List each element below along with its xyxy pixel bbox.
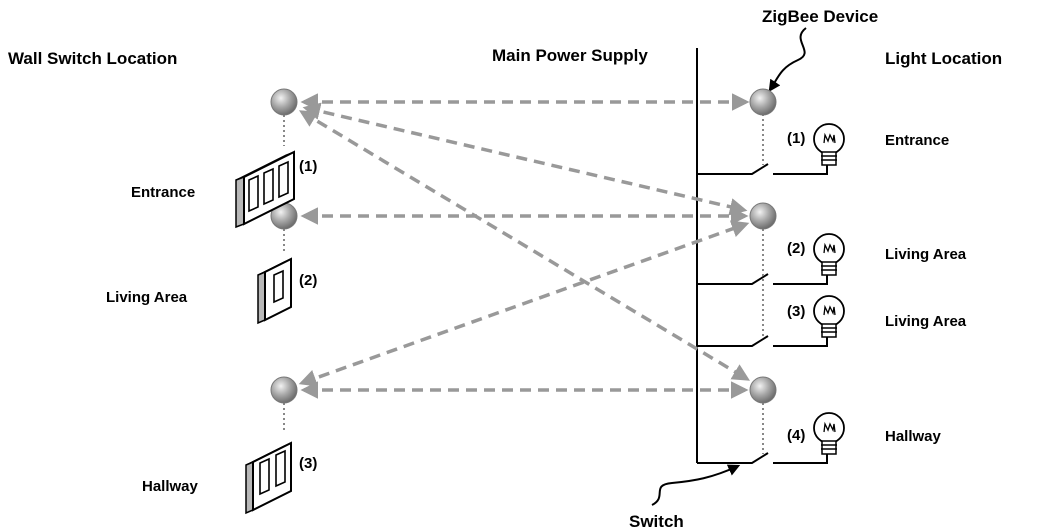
zigbee-device-pointer [768,27,807,92]
wall-switch-number-2: (2) [299,272,317,289]
light-number-3: (3) [787,303,805,320]
zigbee-node-light-living [749,202,777,230]
light-room-hallway: Hallway [885,428,942,445]
light-room-living-area-3: Living Area [885,313,967,330]
wall-switch-location-header: Wall Switch Location [8,49,177,68]
wall-switch-room-hallway: Hallway [142,478,199,495]
wall-switch-room-living-area: Living Area [106,289,188,306]
switch-label: Switch [629,512,684,531]
link-entrance-living [302,102,748,216]
circuit-entrance [697,163,828,175]
zigbee-device-header: ZigBee Device [762,7,878,26]
wireless-links [298,93,751,399]
switch-pointer [651,464,741,506]
light-number-4: (4) [787,427,805,444]
light-bulb-icon [813,233,845,276]
wall-switch-plate-living [257,257,292,325]
light-bulb-icon [813,295,845,338]
zigbee-node-light-entrance [749,88,777,116]
link-entrance-hallway [298,110,751,381]
zigbee-node-wall-hallway [270,376,298,404]
circuit-hallway [697,452,828,464]
light-number-2: (2) [787,240,805,257]
light-room-living-area-2: Living Area [885,246,967,263]
wall-switch-number-1: (1) [299,158,317,175]
light-bulb-icon [813,412,845,455]
link-hallway-living [298,220,750,387]
light-room-entrance: Entrance [885,132,949,149]
wall-switch-plate-hallway [245,441,292,515]
circuit-living-area-3 [697,335,828,347]
zigbee-node-light-hallway [749,376,777,404]
wall-switch-room-entrance: Entrance [131,184,195,201]
light-location-header: Light Location [885,49,1002,68]
wall-switch-plate-entrance [235,150,295,229]
wall-switch-number-3: (3) [299,455,317,472]
zigbee-node-wall-entrance [270,88,298,116]
main-power-supply-header: Main Power Supply [492,46,648,65]
light-bulb-icon [813,123,845,166]
light-number-1: (1) [787,130,805,147]
